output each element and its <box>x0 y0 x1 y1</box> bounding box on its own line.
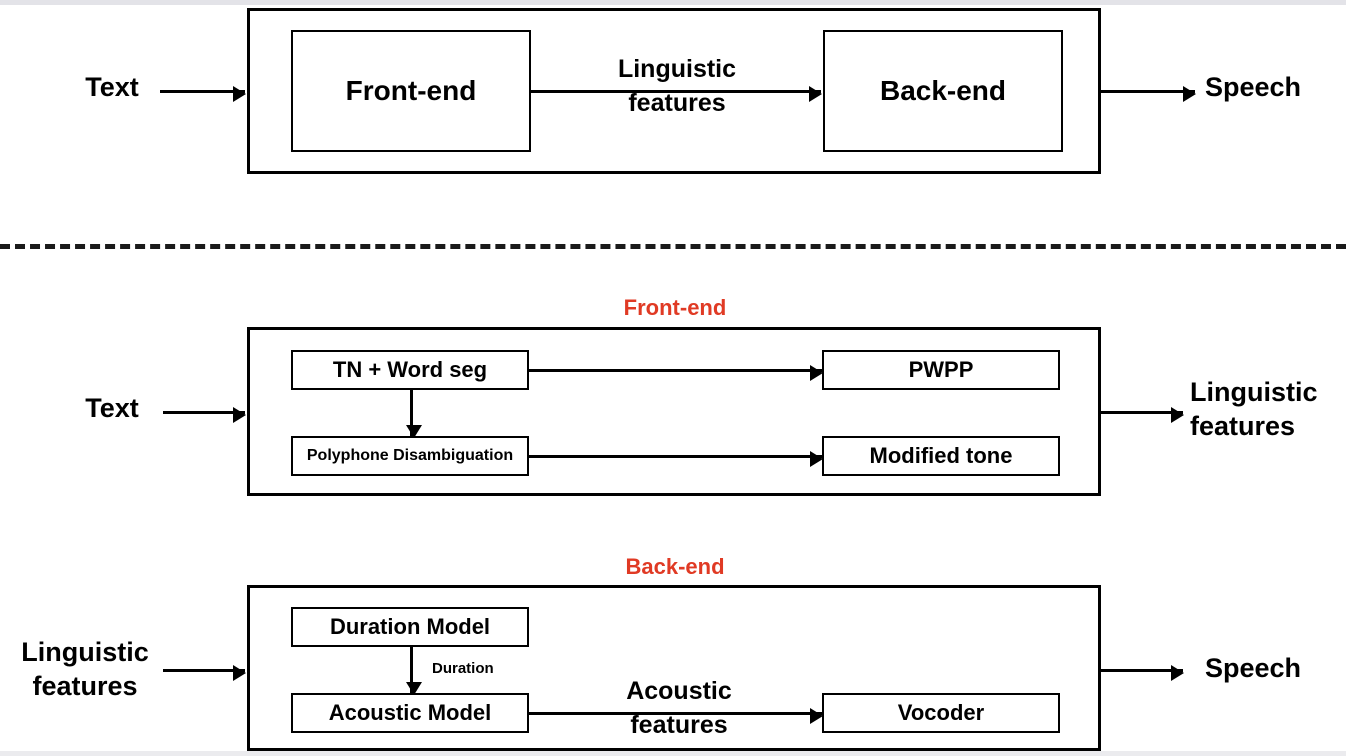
overview-linguistic-label-line2: features <box>628 89 726 117</box>
overview-output-label: Speech <box>1205 72 1302 102</box>
bottom-edge-band <box>0 751 1346 756</box>
backend-output-arrow <box>1101 664 1184 681</box>
backend-section-title: Back-end <box>625 554 725 579</box>
backend-input-arrow <box>163 664 246 681</box>
backend-output-label: Speech <box>1205 653 1302 683</box>
frontend-output-label-line1: Linguistic <box>1190 377 1318 407</box>
frontend-block-modified-tone[interactable]: Modified tone <box>822 436 1060 476</box>
frontend-polyphone-to-modifiedtone-arrow <box>529 450 823 467</box>
overview-linguistic-label-line1: Linguistic <box>617 55 737 83</box>
frontend-tn-to-polyphone-arrow <box>405 390 422 438</box>
backend-acoustic-label-line2: features <box>630 711 728 739</box>
backend-block-vocoder[interactable]: Vocoder <box>822 693 1060 733</box>
top-edge-band <box>0 0 1346 5</box>
backend-input-label-line2: features <box>32 671 138 701</box>
overview-block-frontend[interactable]: Front-end <box>291 30 531 152</box>
backend-block-duration-model[interactable]: Duration Model <box>291 607 529 647</box>
frontend-section-title: Front-end <box>623 295 727 320</box>
section-divider <box>0 244 1346 249</box>
backend-input-label-line1: Linguistic <box>21 637 149 667</box>
frontend-input-label: Text <box>85 393 139 423</box>
backend-duration-edge-label: Duration <box>432 660 494 677</box>
frontend-tn-to-pwpp-arrow <box>529 364 823 381</box>
frontend-block-tn-word-seg[interactable]: TN + Word seg <box>291 350 529 390</box>
backend-acoustic-label-line1: Acoustic <box>626 677 732 705</box>
frontend-output-arrow <box>1101 406 1184 423</box>
overview-output-arrow <box>1100 85 1196 102</box>
backend-duration-arrow <box>405 647 422 695</box>
overview-block-backend[interactable]: Back-end <box>823 30 1063 152</box>
frontend-output-label-line2: features <box>1190 411 1296 441</box>
frontend-block-pwpp[interactable]: PWPP <box>822 350 1060 390</box>
backend-acoustic-features-arrow <box>529 707 823 724</box>
frontend-block-polyphone-disambiguation[interactable]: Polyphone Disambiguation <box>291 436 529 476</box>
overview-input-label: Text <box>85 72 139 102</box>
frontend-input-arrow <box>163 406 246 423</box>
overview-input-arrow <box>160 85 246 102</box>
overview-linguistic-arrow <box>531 85 822 102</box>
backend-block-acoustic-model[interactable]: Acoustic Model <box>291 693 529 733</box>
